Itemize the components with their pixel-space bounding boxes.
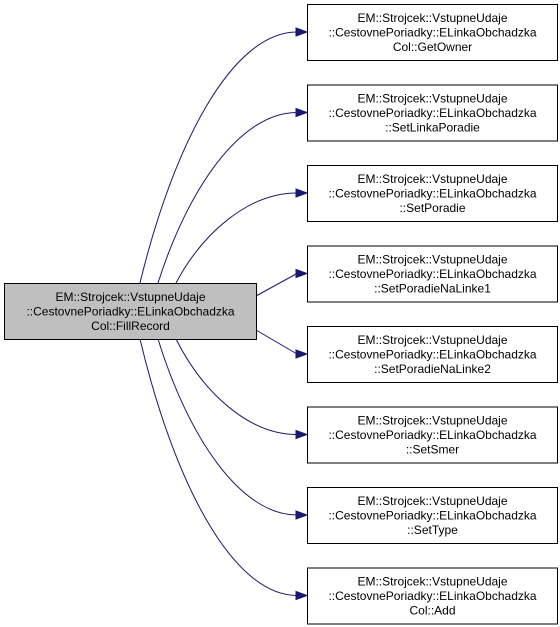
source-node-label-line: ::CestovnePoriadky::ELinkaObchadzka bbox=[26, 305, 234, 319]
call-edge bbox=[175, 192, 298, 284]
source-node[interactable]: EM::Strojcek::VstupneUdaje::CestovnePori… bbox=[4, 283, 257, 340]
target-node-label-line: ::CestovnePoriadky::ELinkaObchadzka bbox=[328, 26, 536, 40]
call-nodes: EM::Strojcek::VstupneUdaje::CestovnePori… bbox=[4, 4, 558, 625]
arrowhead-icon bbox=[295, 590, 309, 601]
arrowhead-icon bbox=[295, 27, 309, 37]
target-node-label-line: ::SetPoradieNaLinke2 bbox=[374, 362, 491, 376]
target-node-label-line: ::SetType bbox=[407, 523, 458, 537]
target-node[interactable]: EM::Strojcek::VstupneUdaje::CestovnePori… bbox=[307, 406, 558, 464]
target-node[interactable]: EM::Strojcek::VstupneUdaje::CestovnePori… bbox=[307, 567, 558, 625]
target-node-label-line: EM::Strojcek::VstupneUdaje bbox=[357, 172, 507, 186]
target-node[interactable]: EM::Strojcek::VstupneUdaje::CestovnePori… bbox=[307, 487, 558, 544]
target-node-label-line: ::CestovnePoriadky::ELinkaObchadzka bbox=[328, 509, 536, 523]
target-node-label-line: ::CestovnePoriadky::ELinkaObchadzka bbox=[328, 187, 536, 201]
call-edge bbox=[139, 31, 298, 284]
target-node-box bbox=[307, 406, 558, 464]
target-node-label-line: Col::Add bbox=[409, 604, 455, 618]
target-node-label-line: ::CestovnePoriadky::ELinkaObchadzka bbox=[328, 589, 536, 603]
arrowhead-icon bbox=[295, 349, 309, 359]
call-edge bbox=[139, 338, 298, 596]
call-edge bbox=[255, 329, 298, 355]
target-node-label-line: Col::GetOwner bbox=[393, 40, 472, 54]
target-node[interactable]: EM::Strojcek::VstupneUdaje::CestovnePori… bbox=[307, 4, 558, 61]
target-node-box bbox=[307, 245, 558, 303]
call-edge bbox=[255, 273, 298, 297]
target-node-label-line: ::SetLinkaPoradie bbox=[385, 121, 480, 135]
target-node-label-line: EM::Strojcek::VstupneUdaje bbox=[357, 253, 507, 267]
target-node-label-line: EM::Strojcek::VstupneUdaje bbox=[357, 92, 507, 106]
target-node-label-line: ::SetSmer bbox=[406, 443, 459, 457]
arrowhead-icon bbox=[295, 429, 309, 440]
target-node-box bbox=[307, 165, 558, 222]
arrowhead-icon bbox=[295, 107, 309, 118]
target-node-label-line: ::CestovnePoriadky::ELinkaObchadzka bbox=[328, 428, 536, 442]
target-node-label-line: ::CestovnePoriadky::ELinkaObchadzka bbox=[328, 106, 536, 120]
source-node-box bbox=[4, 283, 257, 340]
target-node-label-line: EM::Strojcek::VstupneUdaje bbox=[357, 11, 507, 25]
arrowhead-icon bbox=[295, 510, 309, 520]
call-edge bbox=[157, 112, 298, 284]
target-node-box bbox=[307, 326, 558, 383]
target-node[interactable]: EM::Strojcek::VstupneUdaje::CestovnePori… bbox=[307, 84, 558, 142]
arrowhead-icon bbox=[295, 188, 309, 198]
target-node-label-line: ::SetPoradieNaLinke1 bbox=[374, 282, 491, 296]
target-node-box bbox=[307, 567, 558, 625]
target-node-label-line: EM::Strojcek::VstupneUdaje bbox=[357, 575, 507, 589]
target-node-label-line: ::CestovnePoriadky::ELinkaObchadzka bbox=[328, 348, 536, 362]
target-node-box bbox=[307, 84, 558, 142]
source-node-label-line: Col::FillRecord bbox=[91, 319, 170, 333]
arrowhead-icon bbox=[295, 268, 309, 279]
call-edge bbox=[157, 338, 298, 516]
target-node-label-line: EM::Strojcek::VstupneUdaje bbox=[357, 333, 507, 347]
target-node-box bbox=[307, 4, 558, 61]
call-edge bbox=[175, 338, 298, 435]
target-node-label-line: ::SetPoradie bbox=[399, 201, 465, 215]
source-node-label-line: EM::Strojcek::VstupneUdaje bbox=[55, 290, 205, 304]
target-node-label-line: EM::Strojcek::VstupneUdaje bbox=[357, 494, 507, 508]
call-edges bbox=[139, 27, 309, 601]
target-node[interactable]: EM::Strojcek::VstupneUdaje::CestovnePori… bbox=[307, 165, 558, 222]
target-node[interactable]: EM::Strojcek::VstupneUdaje::CestovnePori… bbox=[307, 326, 558, 383]
target-node-label-line: EM::Strojcek::VstupneUdaje bbox=[357, 414, 507, 428]
target-node[interactable]: EM::Strojcek::VstupneUdaje::CestovnePori… bbox=[307, 245, 558, 303]
target-node-box bbox=[307, 487, 558, 544]
target-node-label-line: ::CestovnePoriadky::ELinkaObchadzka bbox=[328, 267, 536, 281]
